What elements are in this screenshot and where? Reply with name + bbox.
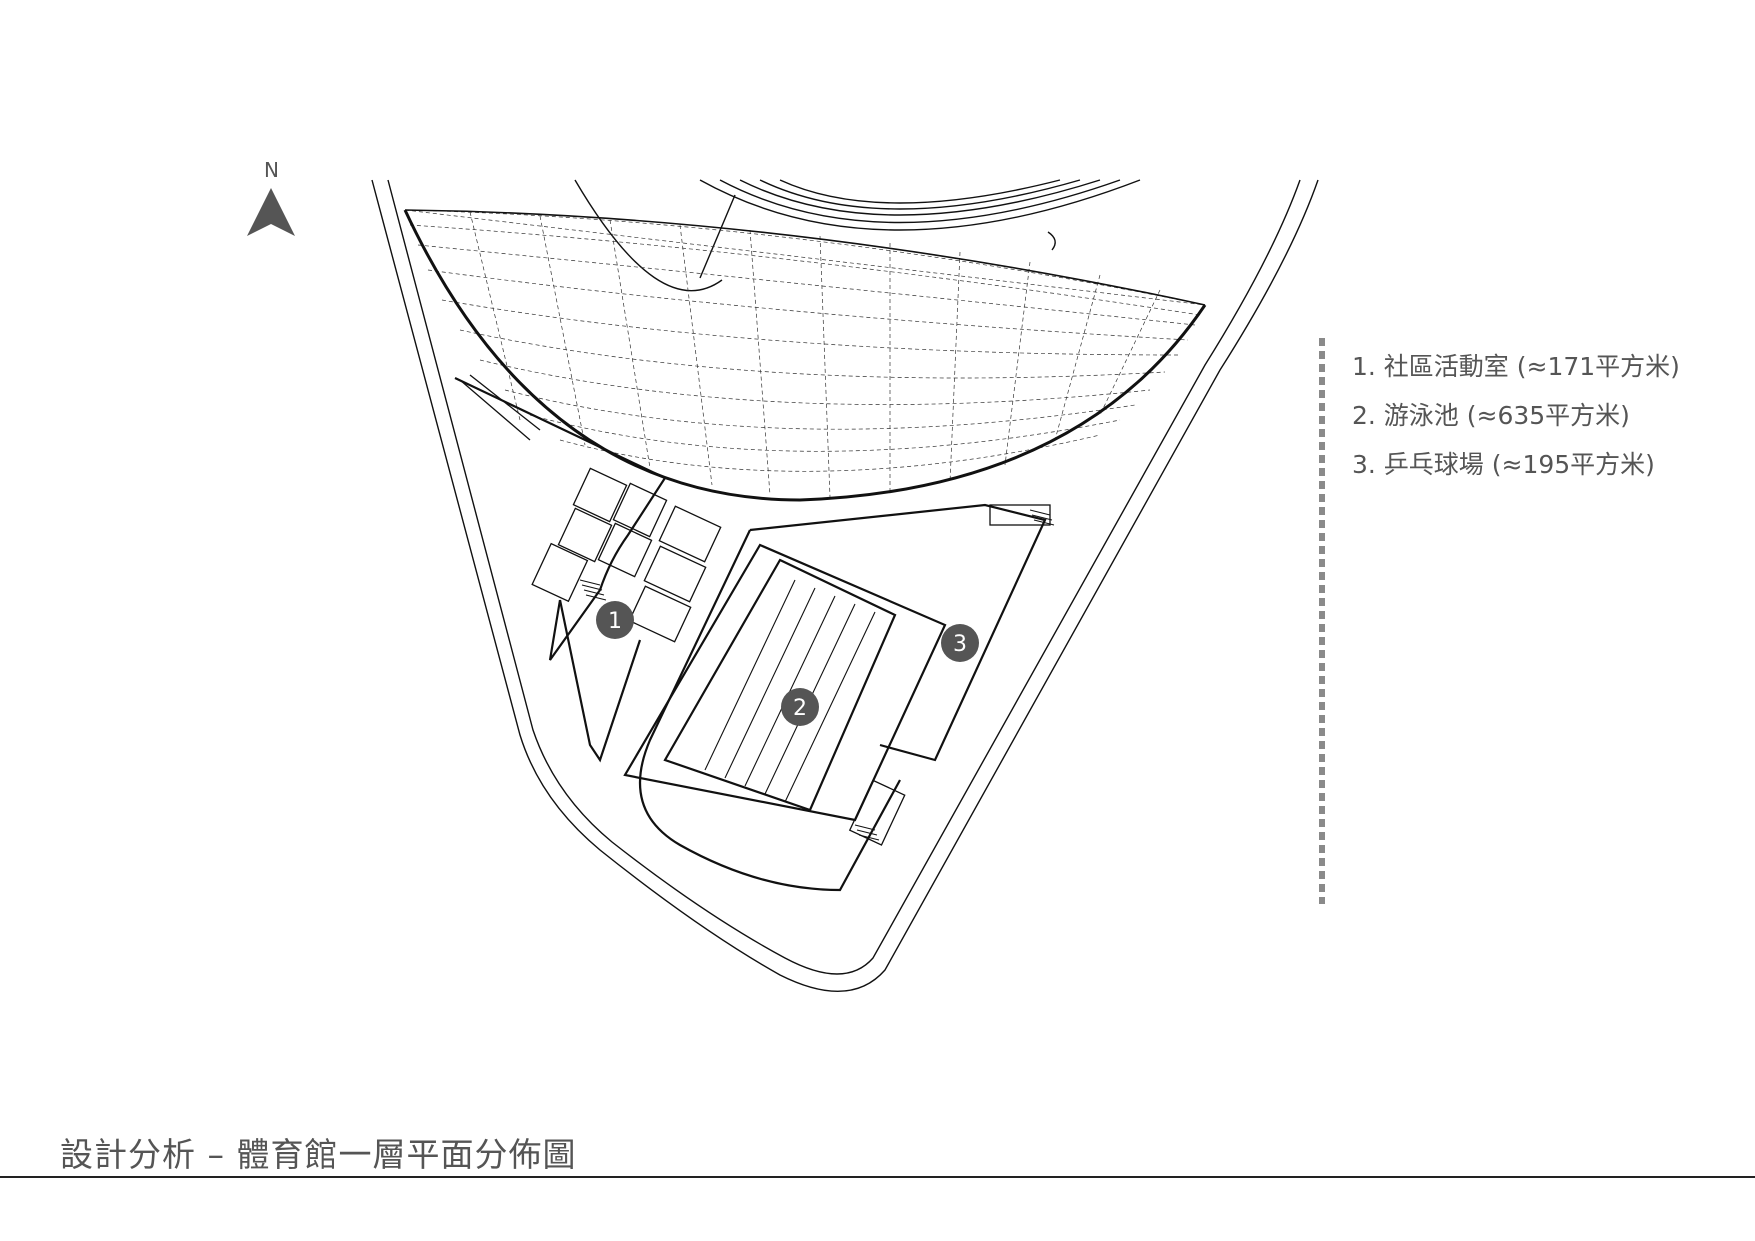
svg-text:2: 2 [793, 696, 807, 721]
marker-1: 1 [596, 601, 634, 639]
svg-text:1: 1 [608, 609, 622, 634]
canopy-edge [403, 209, 1207, 502]
legend-item: 1. 社區活動室 (≈171平方米) [1352, 352, 1680, 381]
site-boundary [371, 179, 1319, 992]
marker-3: 3 [941, 624, 979, 662]
north-label: N [264, 158, 279, 182]
legend-item: 2. 游泳池 (≈635平方米) [1352, 401, 1630, 430]
marker-2: 2 [781, 688, 819, 726]
page-title: 設計分析 – 體育館一層平面分佈圖 [60, 1135, 577, 1174]
svg-text:3: 3 [953, 632, 967, 657]
footer-divider [0, 1176, 1755, 1178]
legend-divider [1319, 338, 1325, 904]
north-arrow-icon [247, 188, 295, 236]
legend-item: 3. 乒乓球場 (≈195平方米) [1352, 450, 1655, 479]
legend: 1. 社區活動室 (≈171平方米) 2. 游泳池 (≈635平方米) 3. 乒… [1352, 342, 1680, 489]
